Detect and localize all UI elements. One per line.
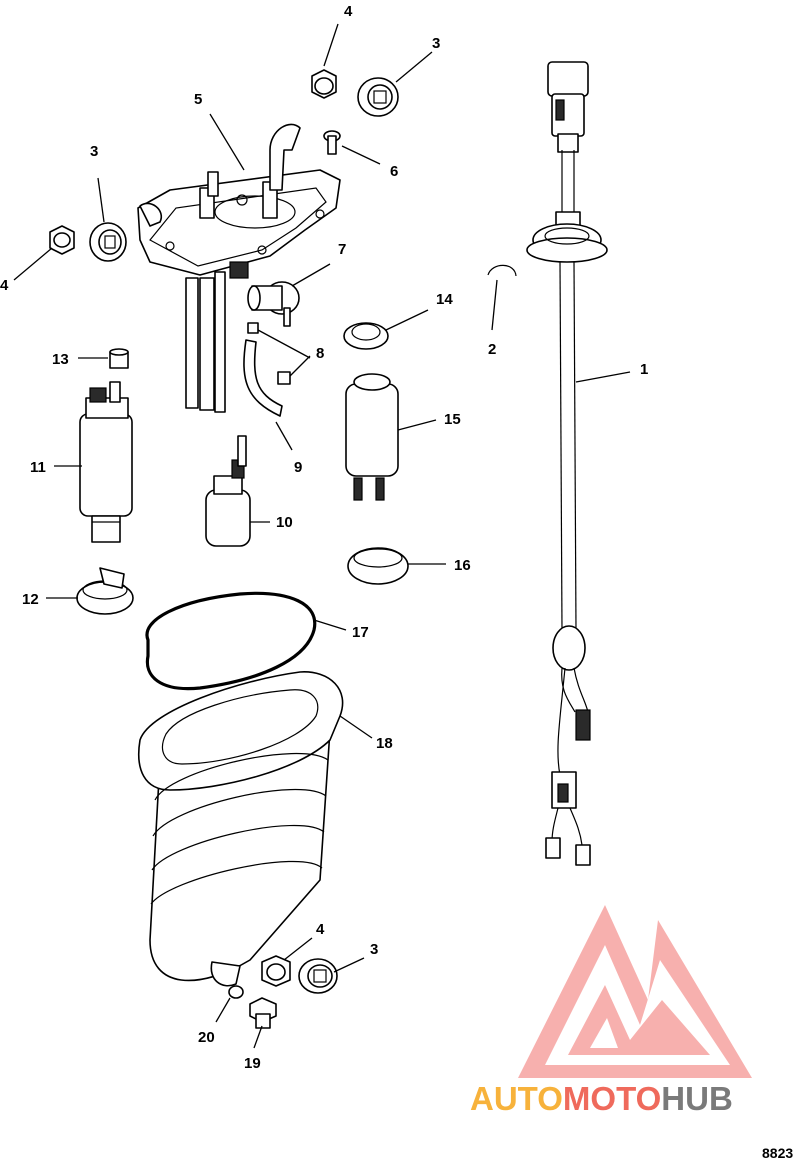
callout-18: 18 xyxy=(376,735,393,752)
callout-5: 5 xyxy=(194,91,202,108)
part-1-wiring-harness xyxy=(526,61,608,866)
part-5-cover-plate xyxy=(137,123,341,413)
part-11-fuel-pump xyxy=(79,381,133,543)
part-17-gasket xyxy=(145,591,317,691)
part-3-grommet-left xyxy=(89,222,127,262)
callout-4-top: 4 xyxy=(344,3,353,20)
part-7-pressure-regulator xyxy=(247,281,300,327)
callout-7: 7 xyxy=(338,241,346,258)
watermark-hub: HUB xyxy=(661,1080,733,1117)
callout-13: 13 xyxy=(52,351,69,368)
part-4-nut-left xyxy=(49,225,75,255)
callout-4-left: 4 xyxy=(0,277,9,294)
part-6-screw xyxy=(323,130,341,155)
part-4-nut-bottom xyxy=(261,955,291,987)
figure-number: 8823 xyxy=(762,1145,793,1161)
callout-9: 9 xyxy=(294,459,302,476)
part-19-drain-plug xyxy=(249,997,277,1029)
part-10-pump xyxy=(205,435,251,547)
callout-12: 12 xyxy=(22,591,39,608)
callout-1: 1 xyxy=(640,361,648,378)
watermark-auto: AUTO xyxy=(470,1080,563,1117)
part-3-grommet-bottom xyxy=(298,958,338,994)
callout-17: 17 xyxy=(352,624,369,641)
callout-6: 6 xyxy=(390,163,398,180)
part-3-grommet-top xyxy=(357,77,399,117)
callout-10: 10 xyxy=(276,514,293,531)
part-20-washer xyxy=(228,985,244,999)
callout-3-top: 3 xyxy=(432,35,440,52)
callout-3-bottom: 3 xyxy=(370,941,378,958)
callout-2: 2 xyxy=(488,341,496,358)
callout-14: 14 xyxy=(436,291,453,308)
part-2-snap-ring xyxy=(487,264,517,277)
leader-lines xyxy=(13,23,631,1049)
part-14-seal xyxy=(343,322,389,350)
part-18-reservoir xyxy=(138,671,344,987)
watermark-text: AUTOMOTOHUB xyxy=(470,1080,733,1117)
callout-20: 20 xyxy=(198,1029,215,1046)
automotohub-logo-icon xyxy=(518,905,752,1078)
callout-15: 15 xyxy=(444,411,461,428)
callout-8: 8 xyxy=(316,345,324,362)
callout-3-left: 3 xyxy=(90,143,98,160)
callout-19: 19 xyxy=(244,1055,261,1072)
callout-4-bottom: 4 xyxy=(316,921,325,938)
part-4-nut-top xyxy=(311,69,337,99)
callout-16: 16 xyxy=(454,557,471,574)
part-12-strainer xyxy=(76,567,134,615)
watermark-moto: MOTO xyxy=(563,1080,661,1117)
part-15-pump xyxy=(345,373,399,501)
part-8-fittings xyxy=(247,322,291,385)
callout-11: 11 xyxy=(30,459,46,476)
part-13-spacer xyxy=(109,348,129,369)
part-16-ring xyxy=(347,547,409,585)
part-9-hose xyxy=(243,339,283,417)
